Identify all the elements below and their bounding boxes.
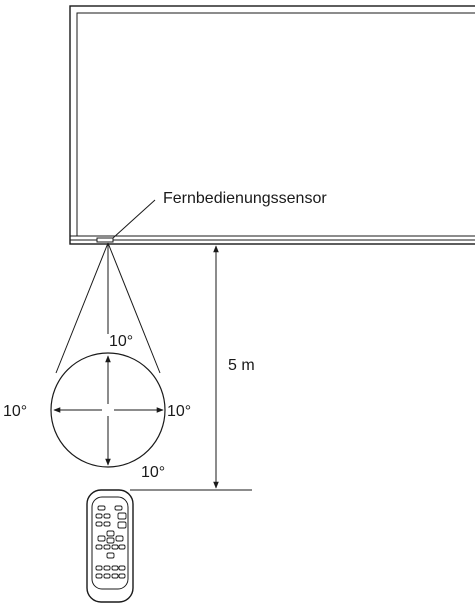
remote-button	[106, 552, 115, 559]
remote-button	[97, 505, 106, 511]
remote-button	[117, 512, 127, 520]
sensor-label: Fernbedienungssensor	[163, 190, 327, 207]
remote-button	[103, 521, 111, 527]
remote-button	[103, 513, 111, 519]
remote-button	[106, 537, 115, 544]
angle-label-bottom: 10°	[141, 464, 165, 481]
remote-button	[106, 530, 115, 537]
acceptance-circle	[50, 352, 166, 468]
angle-label-right: 10°	[167, 403, 191, 420]
remote-button	[111, 544, 119, 550]
remote-button	[117, 521, 127, 529]
remote-button	[95, 513, 103, 519]
remote-button	[118, 573, 126, 579]
remote-button	[97, 535, 106, 542]
remote-button	[95, 544, 103, 550]
remote-button	[103, 544, 111, 550]
remote-body-outer	[86, 489, 134, 603]
angle-label-top: 10°	[109, 333, 133, 350]
cone-left-line	[55, 242, 109, 374]
distance-indicator	[130, 245, 252, 491]
remote-buttons	[95, 505, 127, 579]
display-panel	[69, 5, 475, 245]
distance-label: 5 m	[228, 357, 255, 374]
remote-button	[103, 573, 111, 579]
sensor-leader-line	[112, 199, 156, 239]
reception-cone	[55, 242, 161, 374]
acceptance-circle-outline	[50, 352, 166, 468]
remote-button	[118, 565, 126, 571]
remote-body-inner	[91, 496, 129, 590]
remote-button	[103, 565, 111, 571]
cone-right-line	[107, 242, 161, 374]
remote-button	[95, 573, 103, 579]
remote-button	[111, 573, 119, 579]
remote-sensor	[96, 237, 114, 243]
display-outer-frame	[69, 5, 475, 245]
remote-button	[114, 505, 123, 511]
remote-button	[115, 535, 124, 542]
remote-button	[111, 565, 119, 571]
angle-label-left: 10°	[3, 403, 27, 420]
remote-button	[118, 544, 126, 550]
remote-control	[86, 489, 134, 603]
remote-button	[95, 565, 103, 571]
remote-button	[95, 521, 103, 527]
